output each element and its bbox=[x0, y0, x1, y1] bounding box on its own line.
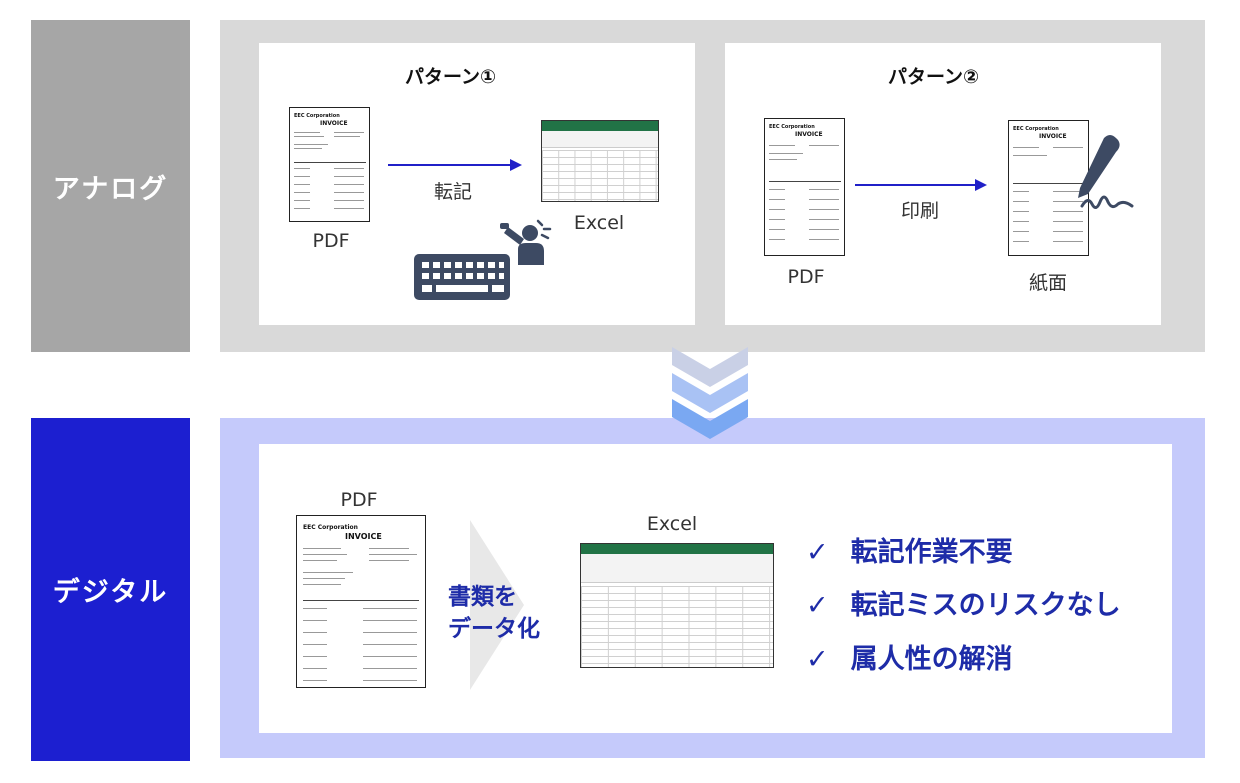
digital-excel-label: Excel bbox=[646, 513, 698, 535]
gray-process-chevron bbox=[470, 520, 524, 690]
digital-pdf-label: PDF bbox=[340, 489, 378, 511]
check-icon: ✓ bbox=[806, 644, 829, 675]
pattern2-arrow bbox=[855, 184, 977, 186]
pattern2-title: パターン② bbox=[888, 66, 980, 88]
keyboard-icon bbox=[414, 254, 510, 300]
pattern1-arrow-head bbox=[510, 159, 522, 171]
down-chevrons-icon bbox=[672, 347, 748, 439]
pattern2-arrow-head bbox=[975, 179, 987, 191]
stressed-person-icon bbox=[500, 219, 552, 265]
pattern1-arrow bbox=[388, 164, 512, 166]
digital-row-label: デジタル bbox=[31, 418, 190, 761]
excel-sheet-thumbnail bbox=[541, 120, 659, 202]
pattern1-title: パターン① bbox=[405, 66, 497, 88]
pattern1-excel-label: Excel bbox=[573, 212, 625, 234]
benefit-text: 属人性の解消 bbox=[850, 644, 1013, 675]
pattern2-pdf-label: PDF bbox=[787, 266, 825, 288]
pen-signature-icon bbox=[1078, 135, 1134, 209]
benefit-text: 転記作業不要 bbox=[850, 537, 1013, 568]
pdf-document-thumbnail: EEC Corporation INVOICE bbox=[764, 118, 845, 256]
pattern2-paper-label: 紙面 bbox=[1028, 272, 1067, 294]
excel-sheet-thumbnail bbox=[580, 543, 774, 668]
check-icon: ✓ bbox=[806, 537, 829, 568]
check-icon: ✓ bbox=[806, 590, 829, 621]
benefit-item: ✓ 転記作業不要 bbox=[806, 530, 1013, 569]
pattern1-pdf-label: PDF bbox=[312, 230, 350, 252]
pattern2-print-label: 印刷 bbox=[900, 200, 939, 222]
benefit-text: 転記ミスのリスクなし bbox=[850, 590, 1121, 621]
pattern1-transcribe-label: 転記 bbox=[433, 181, 472, 203]
pdf-document-thumbnail: EEC Corporation INVOICE bbox=[296, 515, 426, 688]
pdf-document-thumbnail: EEC Corporation INVOICE bbox=[289, 107, 370, 222]
convert-to-data-label: 書類を データ化 bbox=[448, 584, 540, 642]
benefit-item: ✓ 転記ミスのリスクなし bbox=[806, 583, 1121, 622]
analog-row-label: アナログ bbox=[31, 20, 190, 352]
benefit-item: ✓ 属人性の解消 bbox=[806, 637, 1013, 676]
